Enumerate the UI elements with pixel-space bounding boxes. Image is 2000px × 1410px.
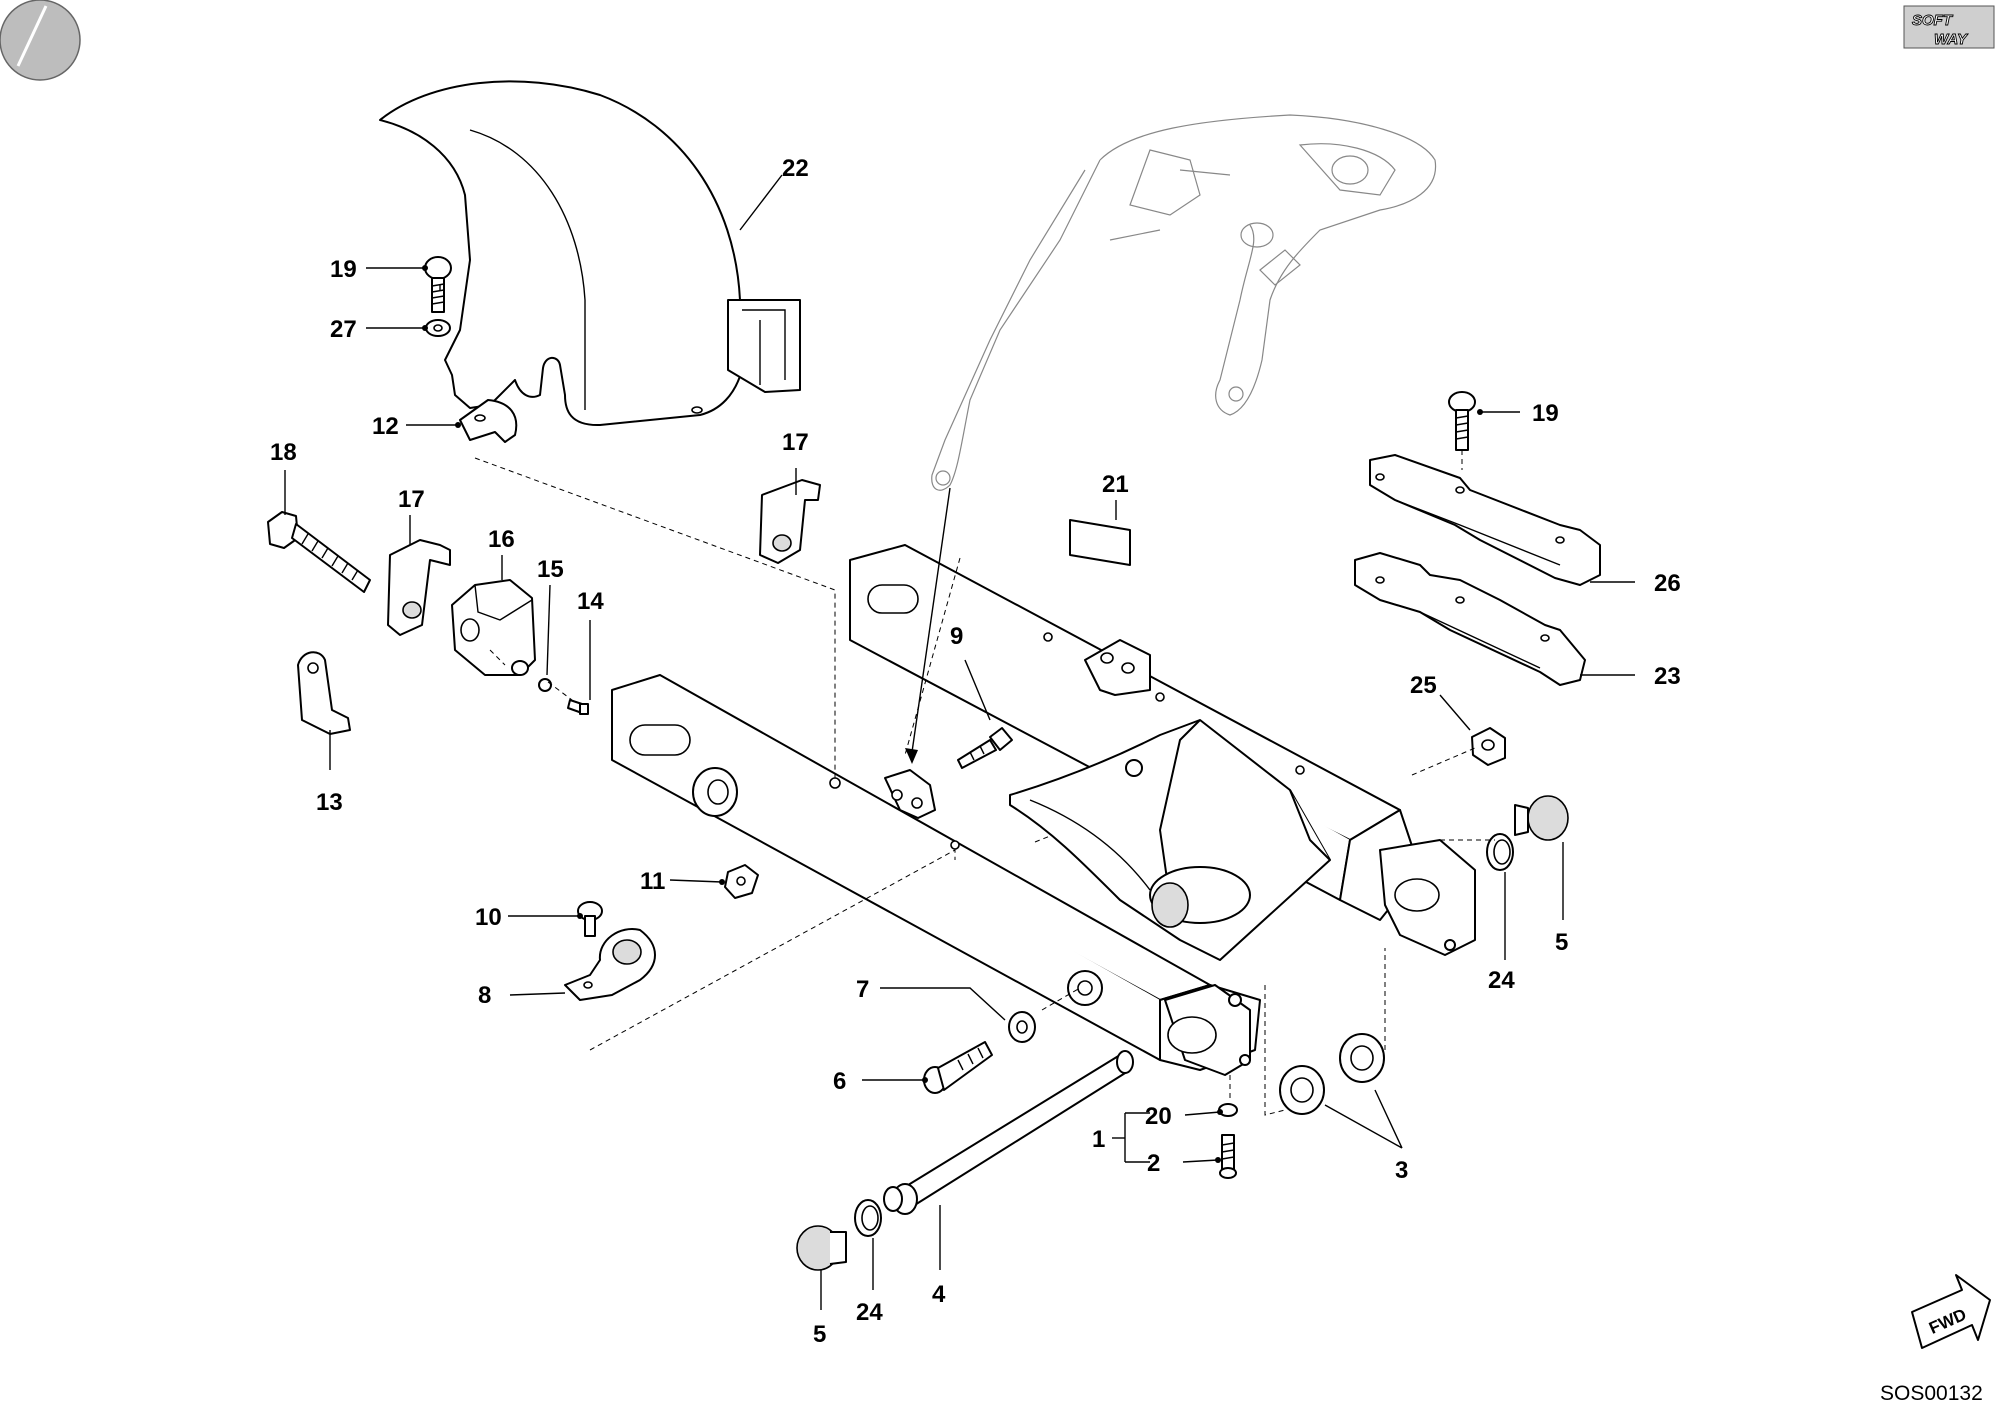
label-part-21	[1069, 519, 1131, 566]
callout-17-right: 17	[782, 429, 809, 456]
screw-part-19-left	[424, 256, 452, 313]
construction-lines	[474, 450, 1495, 1116]
callout-9: 9	[950, 623, 963, 650]
callout-22: 22	[782, 155, 809, 182]
chain-guide-part-23	[1354, 552, 1586, 686]
drawing-code: SOS00132	[1880, 1382, 1983, 1405]
bolt-part-6	[923, 1041, 993, 1094]
shim-washers-part-3	[1279, 1033, 1385, 1115]
bracket-part-13	[297, 651, 351, 735]
washer-part-15	[538, 678, 552, 692]
callout-19-left: 19	[330, 256, 357, 283]
leader-dots	[422, 265, 1483, 1163]
frame-ghost-outline	[931, 114, 1437, 491]
bolt-part-18	[267, 511, 371, 593]
circlip-part-24-right	[1486, 833, 1514, 871]
callout-21: 21	[1102, 471, 1129, 498]
forward-direction-arrow: FWD	[1911, 1274, 1991, 1349]
callout-16: 16	[488, 526, 515, 553]
callout-10: 10	[475, 904, 502, 931]
callout-4: 4	[932, 1281, 946, 1308]
svg-text:SOFT: SOFT	[1912, 12, 1954, 29]
callout-27: 27	[330, 316, 357, 343]
nut-part-11	[724, 864, 759, 899]
nut-part-25	[1471, 727, 1506, 766]
screw-part-10	[577, 901, 603, 937]
chain-guide-part-26	[1369, 454, 1601, 586]
washer-part-27	[425, 319, 451, 337]
callout-labels: 22 19 27 12 18 17 17 16 15 14 13 21 19 2…	[270, 155, 1681, 1348]
callout-18: 18	[270, 439, 297, 466]
callout-2: 2	[1147, 1150, 1160, 1177]
callout-25: 25	[1410, 672, 1437, 699]
callout-20: 20	[1145, 1103, 1172, 1130]
leader-lines	[284, 174, 1635, 1310]
callout-17-left: 17	[398, 486, 425, 513]
chain-block-part-16	[451, 579, 536, 676]
callout-7: 7	[856, 976, 869, 1003]
adjuster-plate-part-17-right	[759, 479, 821, 564]
assembly-arrow	[905, 487, 951, 764]
callout-26: 26	[1654, 570, 1681, 597]
circlip-part-24-left	[854, 1199, 882, 1237]
callout-5-right: 5	[1555, 929, 1568, 956]
screw-part-9	[957, 727, 1013, 769]
screw-part-2	[1219, 1134, 1237, 1179]
callout-14: 14	[577, 588, 604, 615]
callout-24-left: 24	[856, 1299, 883, 1326]
corner-circle-mark	[0, 0, 81, 81]
cap-part-5-right	[1514, 795, 1569, 841]
callout-15: 15	[537, 556, 564, 583]
clip-part-12	[459, 399, 518, 443]
callout-8: 8	[478, 982, 491, 1009]
screw-part-14	[567, 699, 589, 715]
rear-mudguard-part-22	[379, 80, 801, 427]
callout-3: 3	[1395, 1157, 1408, 1184]
swingarm-part-4-body	[611, 544, 1476, 1076]
spacer-part-7	[1008, 1011, 1036, 1043]
svg-text:WAY: WAY	[1934, 31, 1969, 48]
callout-6: 6	[833, 1068, 846, 1095]
callout-1: 1	[1092, 1126, 1105, 1153]
cap-part-5-left	[796, 1225, 847, 1271]
softway-logo: SOFT WAY	[1903, 5, 1995, 49]
adjuster-plate-part-17-left	[387, 539, 451, 636]
clamp-part-8	[564, 928, 656, 1001]
callout-5-left: 5	[813, 1321, 826, 1348]
callout-23: 23	[1654, 663, 1681, 690]
screw-part-19-right	[1448, 391, 1476, 451]
callout-13: 13	[316, 789, 343, 816]
callout-24-right: 24	[1488, 967, 1515, 994]
callout-11: 11	[640, 868, 665, 895]
pivot-shaft-part-4	[883, 1050, 1134, 1215]
callout-19-right: 19	[1532, 400, 1559, 427]
callout-12: 12	[372, 413, 399, 440]
